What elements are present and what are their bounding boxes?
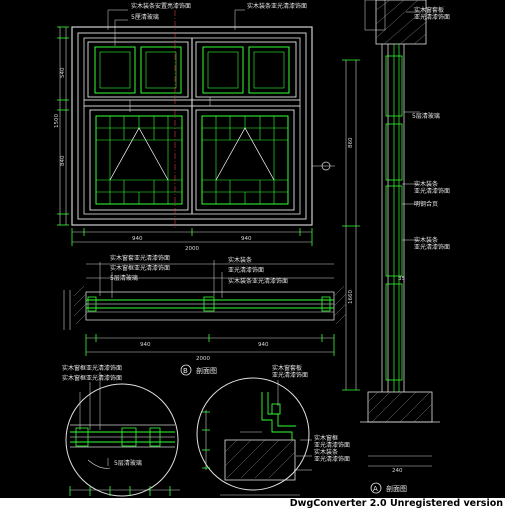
section-a-marker [370,482,382,494]
dim-940-plan-left: 940 [140,342,151,348]
label-plan-casing: 实木窗套亚光清漆饰面 [110,254,170,262]
label-plan-glass: 5层清玻璃 [110,274,138,282]
dim-860: 860 [348,137,354,148]
label-section-trim-2: 实木装条亚光清漆饰面 [414,236,450,251]
section-a-title: 剖面图 [386,484,407,493]
dim-940-right: 940 [241,236,252,242]
detail-circle-right [196,377,312,496]
section-a-letter: A [373,485,378,493]
dim-35: 35 [398,276,405,282]
label-detail-glass: 5层清玻璃 [114,459,142,467]
label-plan-trim: 实木装条 [228,256,252,264]
label-section-casing-top: 实木窗套板亚光清漆饰面 [414,6,450,21]
dim-2000-elevation: 2000 [185,246,199,252]
label-section-glass: 5层清玻璃 [412,112,440,120]
section-b-letter: B [183,367,188,375]
section-titles: B 剖面图 A 剖面图 [183,366,407,493]
window-elevation [57,9,335,246]
label-upper-trim-right: 实木装条亚光清漆饰面 [247,2,307,10]
converter-watermark-bar: DwgConverter 2.0 Unregistered version [0,498,505,511]
label-detail-frame-trim: 实木窗框亚光清漆饰面实木装条亚光清漆饰面 [314,434,350,463]
section-b-title: 剖面图 [196,366,217,375]
label-section-trim-1: 实木装条亚光清漆饰面 [414,180,450,195]
label-detail-frame-2: 实木窗框亚光清漆饰面 [62,374,122,382]
plan-section-b [63,260,347,376]
label-plan-finish: 亚光清漆饰面 [228,266,264,274]
dim-540: 540 [60,67,66,78]
label-hinge: 明钢合页 [414,200,438,208]
annotation-labels: 实木装条安置亮漆饰面 5厘清玻璃 实木装条亚光清漆饰面 5层清玻璃 实木装条亚光… [62,2,450,467]
dim-240: 240 [392,468,403,474]
label-plan-trim-right: 实木装条亚光清漆饰面 [228,277,288,285]
label-detail-casing: 实木窗套板亚光清漆饰面 [272,364,308,379]
dim-840: 840 [60,155,66,166]
label-plan-frame: 实木窗框亚光清漆饰面 [110,264,170,272]
label-detail-frame-1: 实木窗框亚光清漆饰面 [62,364,122,372]
dim-940-left: 940 [132,236,143,242]
label-upper-glass: 5厘清玻璃 [131,13,159,21]
dim-1660: 1660 [348,290,354,304]
side-section-a [342,0,440,494]
detail-circle-left [65,372,180,497]
dim-940-plan-right: 940 [258,342,269,348]
dim-1500: 1500 [54,114,60,128]
dim-2000-plan: 2000 [196,356,210,362]
section-b-marker [180,364,192,376]
label-upper-trim: 实木装条安置亮漆饰面 [131,2,191,10]
unregistered-version-notice: DwgConverter 2.0 Unregistered version [289,498,503,509]
